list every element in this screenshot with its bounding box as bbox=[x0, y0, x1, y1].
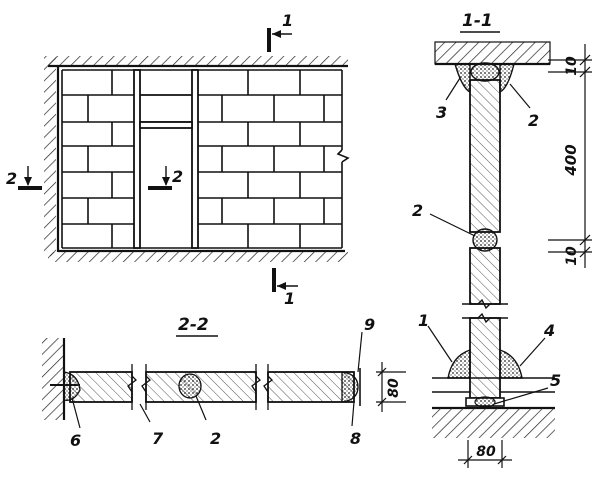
callout-7: 7 bbox=[152, 429, 164, 448]
cut1-top-label: 1 bbox=[282, 11, 293, 30]
callout-3: 3 bbox=[436, 103, 447, 122]
cut-mark-2-left: 2 bbox=[6, 166, 42, 190]
callout-5: 5 bbox=[550, 371, 561, 390]
left-wall-hatch bbox=[44, 56, 56, 256]
cut2-center-label: 2 bbox=[172, 167, 183, 186]
ceiling-hatch bbox=[48, 56, 348, 66]
section-1-1: 1-1 bbox=[412, 11, 592, 468]
section-1-1-title: 1-1 bbox=[462, 11, 493, 31]
callout-6: 6 bbox=[70, 431, 81, 450]
section-1-1-leaders bbox=[427, 77, 549, 405]
cut1-bottom-label: 1 bbox=[284, 289, 295, 308]
dim-height-400: 400 bbox=[562, 144, 580, 176]
vertical-dimension bbox=[548, 44, 592, 268]
floor-hatch bbox=[48, 252, 348, 262]
callout-1: 1 bbox=[418, 311, 429, 330]
callout-2-section-2: 2 bbox=[210, 429, 221, 448]
callout-4: 4 bbox=[543, 321, 555, 340]
callout-9: 9 bbox=[364, 315, 375, 334]
base-dimension bbox=[458, 440, 512, 468]
section-2-2: 2-2 bbox=[42, 315, 406, 450]
section-2-2-leaders bbox=[71, 331, 363, 429]
dim-joint-80: 80 bbox=[386, 378, 402, 398]
left-wall-section bbox=[42, 338, 64, 420]
upper-panel bbox=[469, 79, 501, 233]
section-2-2-title: 2-2 bbox=[178, 315, 209, 335]
frame-posts bbox=[133, 69, 199, 249]
elevation-view: 1 1 2 2 bbox=[6, 11, 350, 308]
callout-2-top: 2 bbox=[528, 111, 539, 130]
brick-courses bbox=[61, 69, 350, 249]
dim-top-10: 10 bbox=[564, 56, 580, 76]
callout-8: 8 bbox=[350, 429, 361, 448]
callout-2-mid: 2 bbox=[412, 201, 423, 220]
dim-bottom-10: 10 bbox=[564, 246, 580, 266]
cut-mark-1-bottom: 1 bbox=[272, 268, 298, 308]
cut-mark-2-center: 2 bbox=[148, 166, 183, 190]
floor-slab bbox=[432, 408, 555, 438]
dim-base-80: 80 bbox=[476, 444, 496, 460]
panel-strip bbox=[69, 371, 355, 403]
cut2-left-label: 2 bbox=[6, 169, 17, 188]
cut-mark-1-top: 1 bbox=[267, 11, 293, 52]
ceiling-slab bbox=[434, 41, 551, 65]
joint-dimension bbox=[376, 362, 406, 412]
